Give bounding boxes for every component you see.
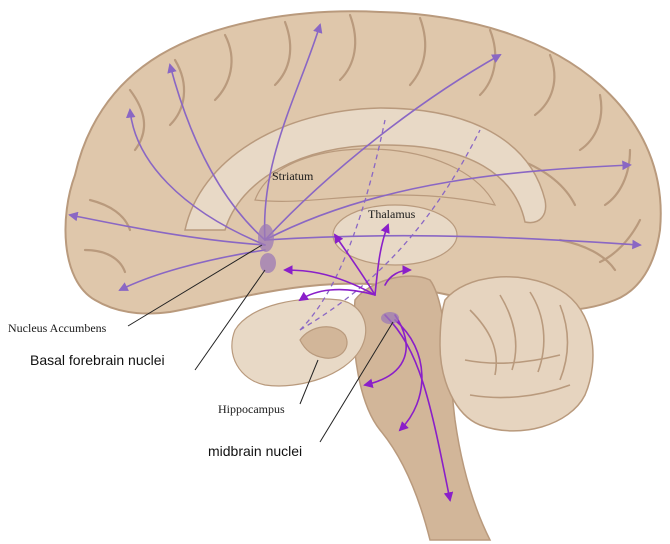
nucleus-accumbens-blob xyxy=(258,224,274,252)
label-nucleus-accumbens: Nucleus Accumbens xyxy=(8,321,107,335)
midbrain-nuclei-blob xyxy=(381,312,399,324)
label-hippocampus: Hippocampus xyxy=(218,402,285,416)
label-midbrain: midbrain nuclei xyxy=(208,443,302,459)
label-basal-forebrain: Basal forebrain nuclei xyxy=(30,352,165,368)
basal-forebrain-blob xyxy=(260,253,276,273)
label-striatum: Striatum xyxy=(272,169,314,183)
cerebellum xyxy=(440,277,593,431)
label-thalamus: Thalamus xyxy=(368,207,416,221)
